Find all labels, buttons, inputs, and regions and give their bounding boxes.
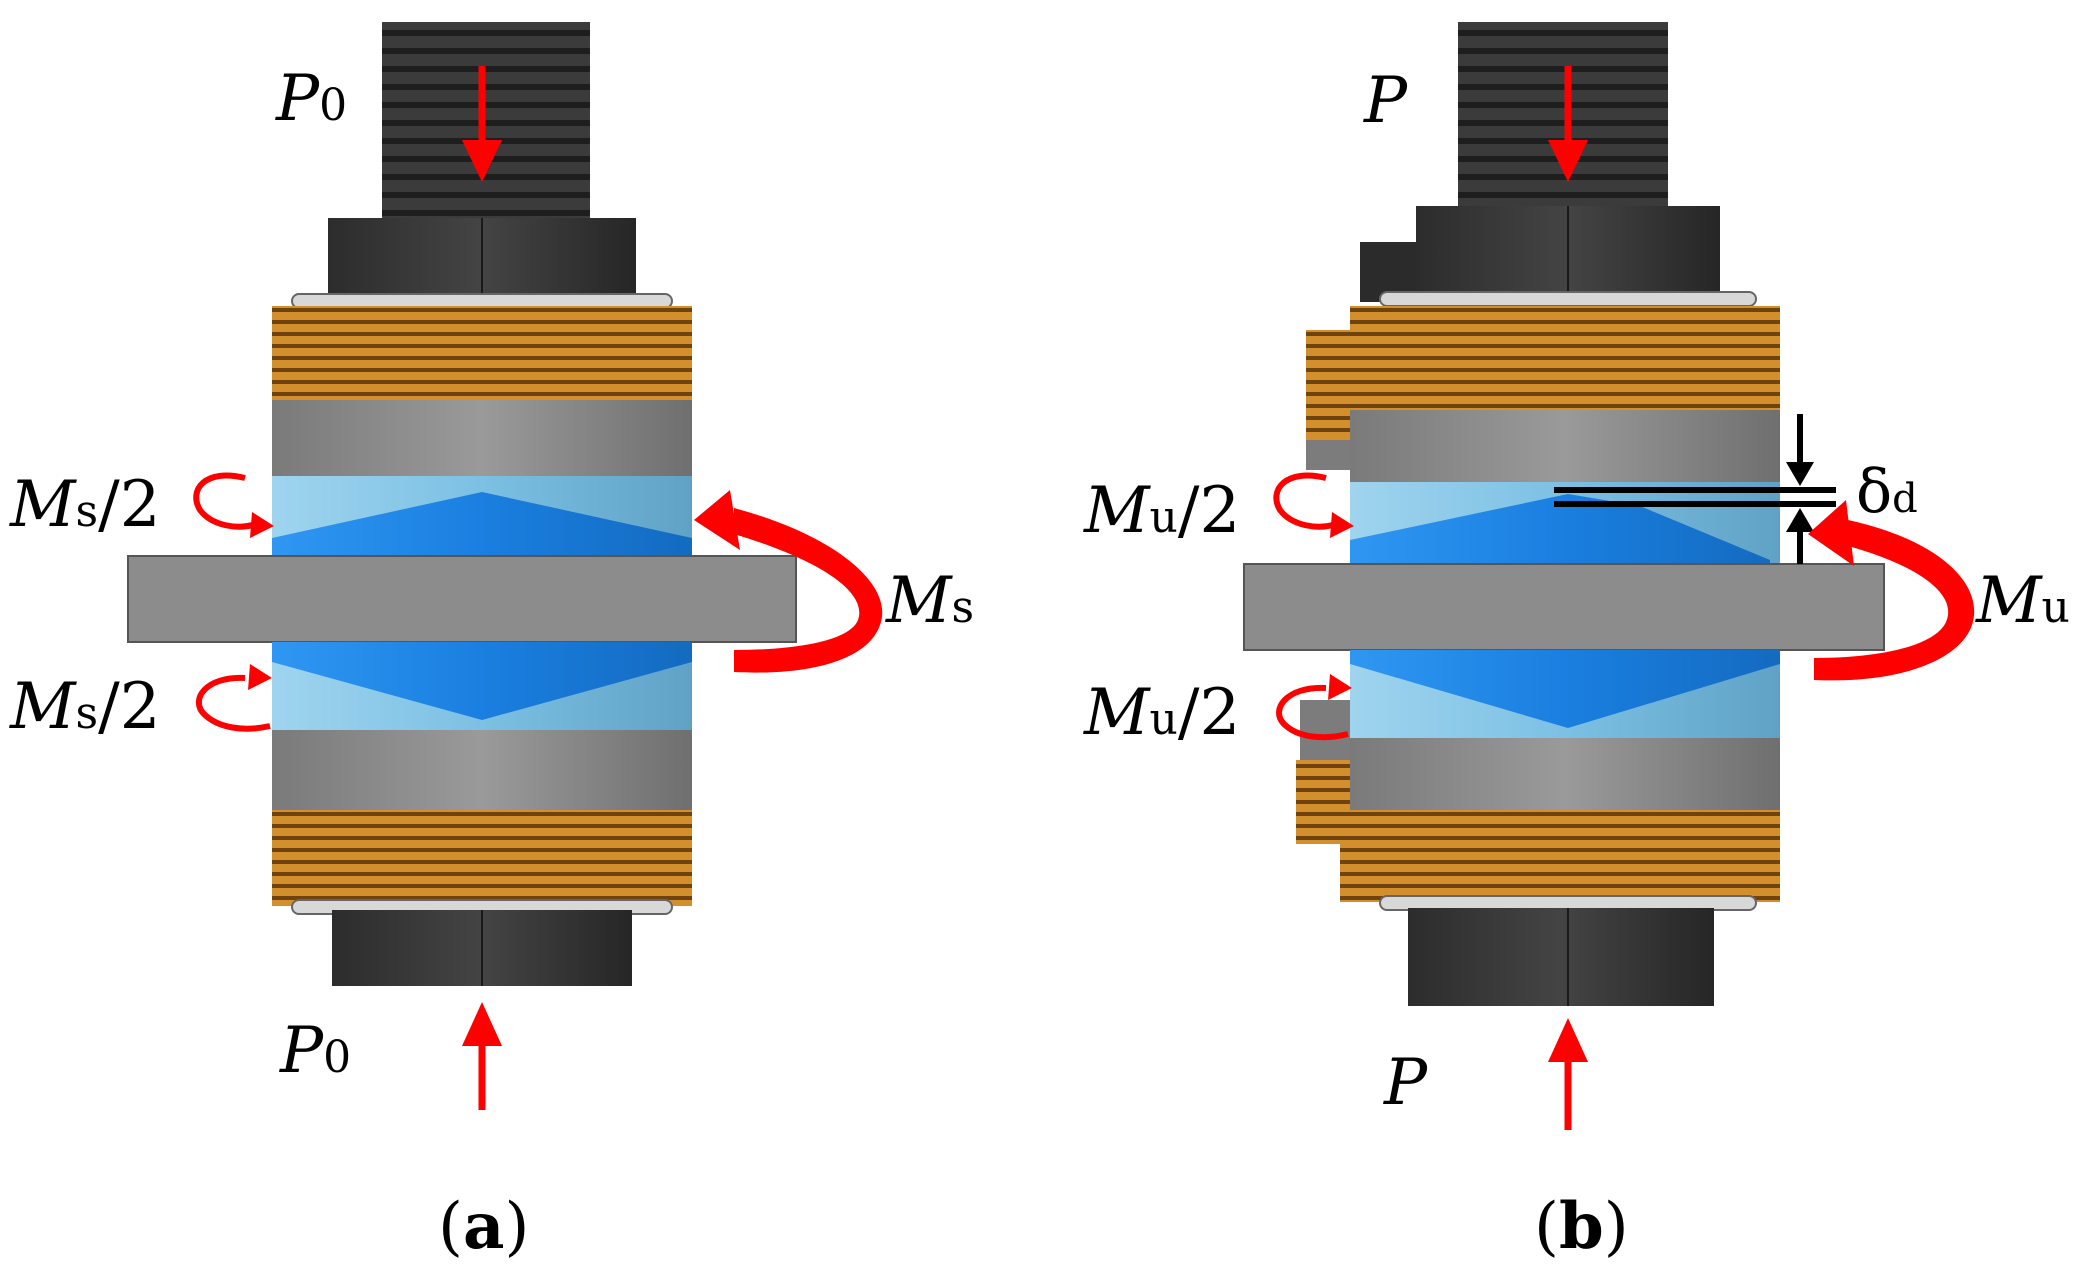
panel-a: P0 P0 Ms/2 Ms/2 Ms (a)	[9, 22, 974, 1264]
copper-washers-top	[1350, 306, 1780, 410]
gap-indicator	[1554, 414, 1836, 564]
moment-label-right: Ms	[885, 564, 974, 638]
washer-top	[1379, 291, 1757, 307]
washer-top	[291, 293, 673, 309]
caption-b: (b)	[1534, 1189, 1629, 1264]
load-label-top: P	[1363, 64, 1408, 138]
spacer-top	[272, 400, 692, 476]
disc-lower-cone	[1350, 650, 1780, 728]
moment-label-lower: Ms/2	[9, 670, 160, 744]
washer-bottom	[1379, 895, 1757, 911]
moment-label-right: Mu	[1975, 564, 2070, 638]
moment-arrow-right	[694, 490, 883, 673]
load-label-bottom: P0	[279, 1014, 351, 1088]
caption-a: (a)	[438, 1189, 529, 1264]
load-arrow-top	[462, 66, 502, 182]
spacer-bottom	[1350, 738, 1780, 810]
nut-bottom	[1408, 908, 1714, 1006]
moment-arrow-upper-left	[1273, 472, 1354, 538]
bolt-thread-top	[382, 22, 590, 218]
plate	[127, 555, 797, 643]
gap-label: δd	[1856, 457, 1918, 527]
spacer-top	[1350, 410, 1780, 482]
spacer-offset-top	[1306, 440, 1356, 470]
moment-label-lower: Mu/2	[1083, 676, 1240, 750]
load-label-top: P0	[275, 62, 347, 136]
moment-arrow-upper-left	[193, 472, 274, 538]
load-arrow-bottom	[462, 1002, 502, 1110]
copper-washers-bottom	[272, 810, 692, 906]
moment-arrow-lower-left	[196, 664, 272, 732]
load-label-bottom: P	[1383, 1046, 1428, 1120]
disc-upper-cone	[272, 492, 692, 566]
load-arrow-top	[1548, 66, 1588, 182]
panel-b: P P Mu/2 Mu/2 Mu δd (b)	[1083, 22, 2070, 1264]
moment-arrow-right	[1808, 500, 1975, 681]
copper-washers-top	[272, 306, 692, 400]
moment-arrow-lower-left	[1276, 674, 1352, 741]
plate	[1243, 563, 1885, 651]
disc-lower-cone	[272, 642, 692, 720]
bolt-thread-top	[1458, 22, 1668, 206]
copper-washers-bottom	[1340, 810, 1780, 902]
disc-upper-cone	[1350, 494, 1770, 572]
load-arrow-bottom	[1548, 1018, 1588, 1130]
moment-label-upper: Ms/2	[9, 468, 160, 542]
moment-label-upper: Mu/2	[1083, 474, 1240, 548]
spacer-bottom	[272, 730, 692, 810]
